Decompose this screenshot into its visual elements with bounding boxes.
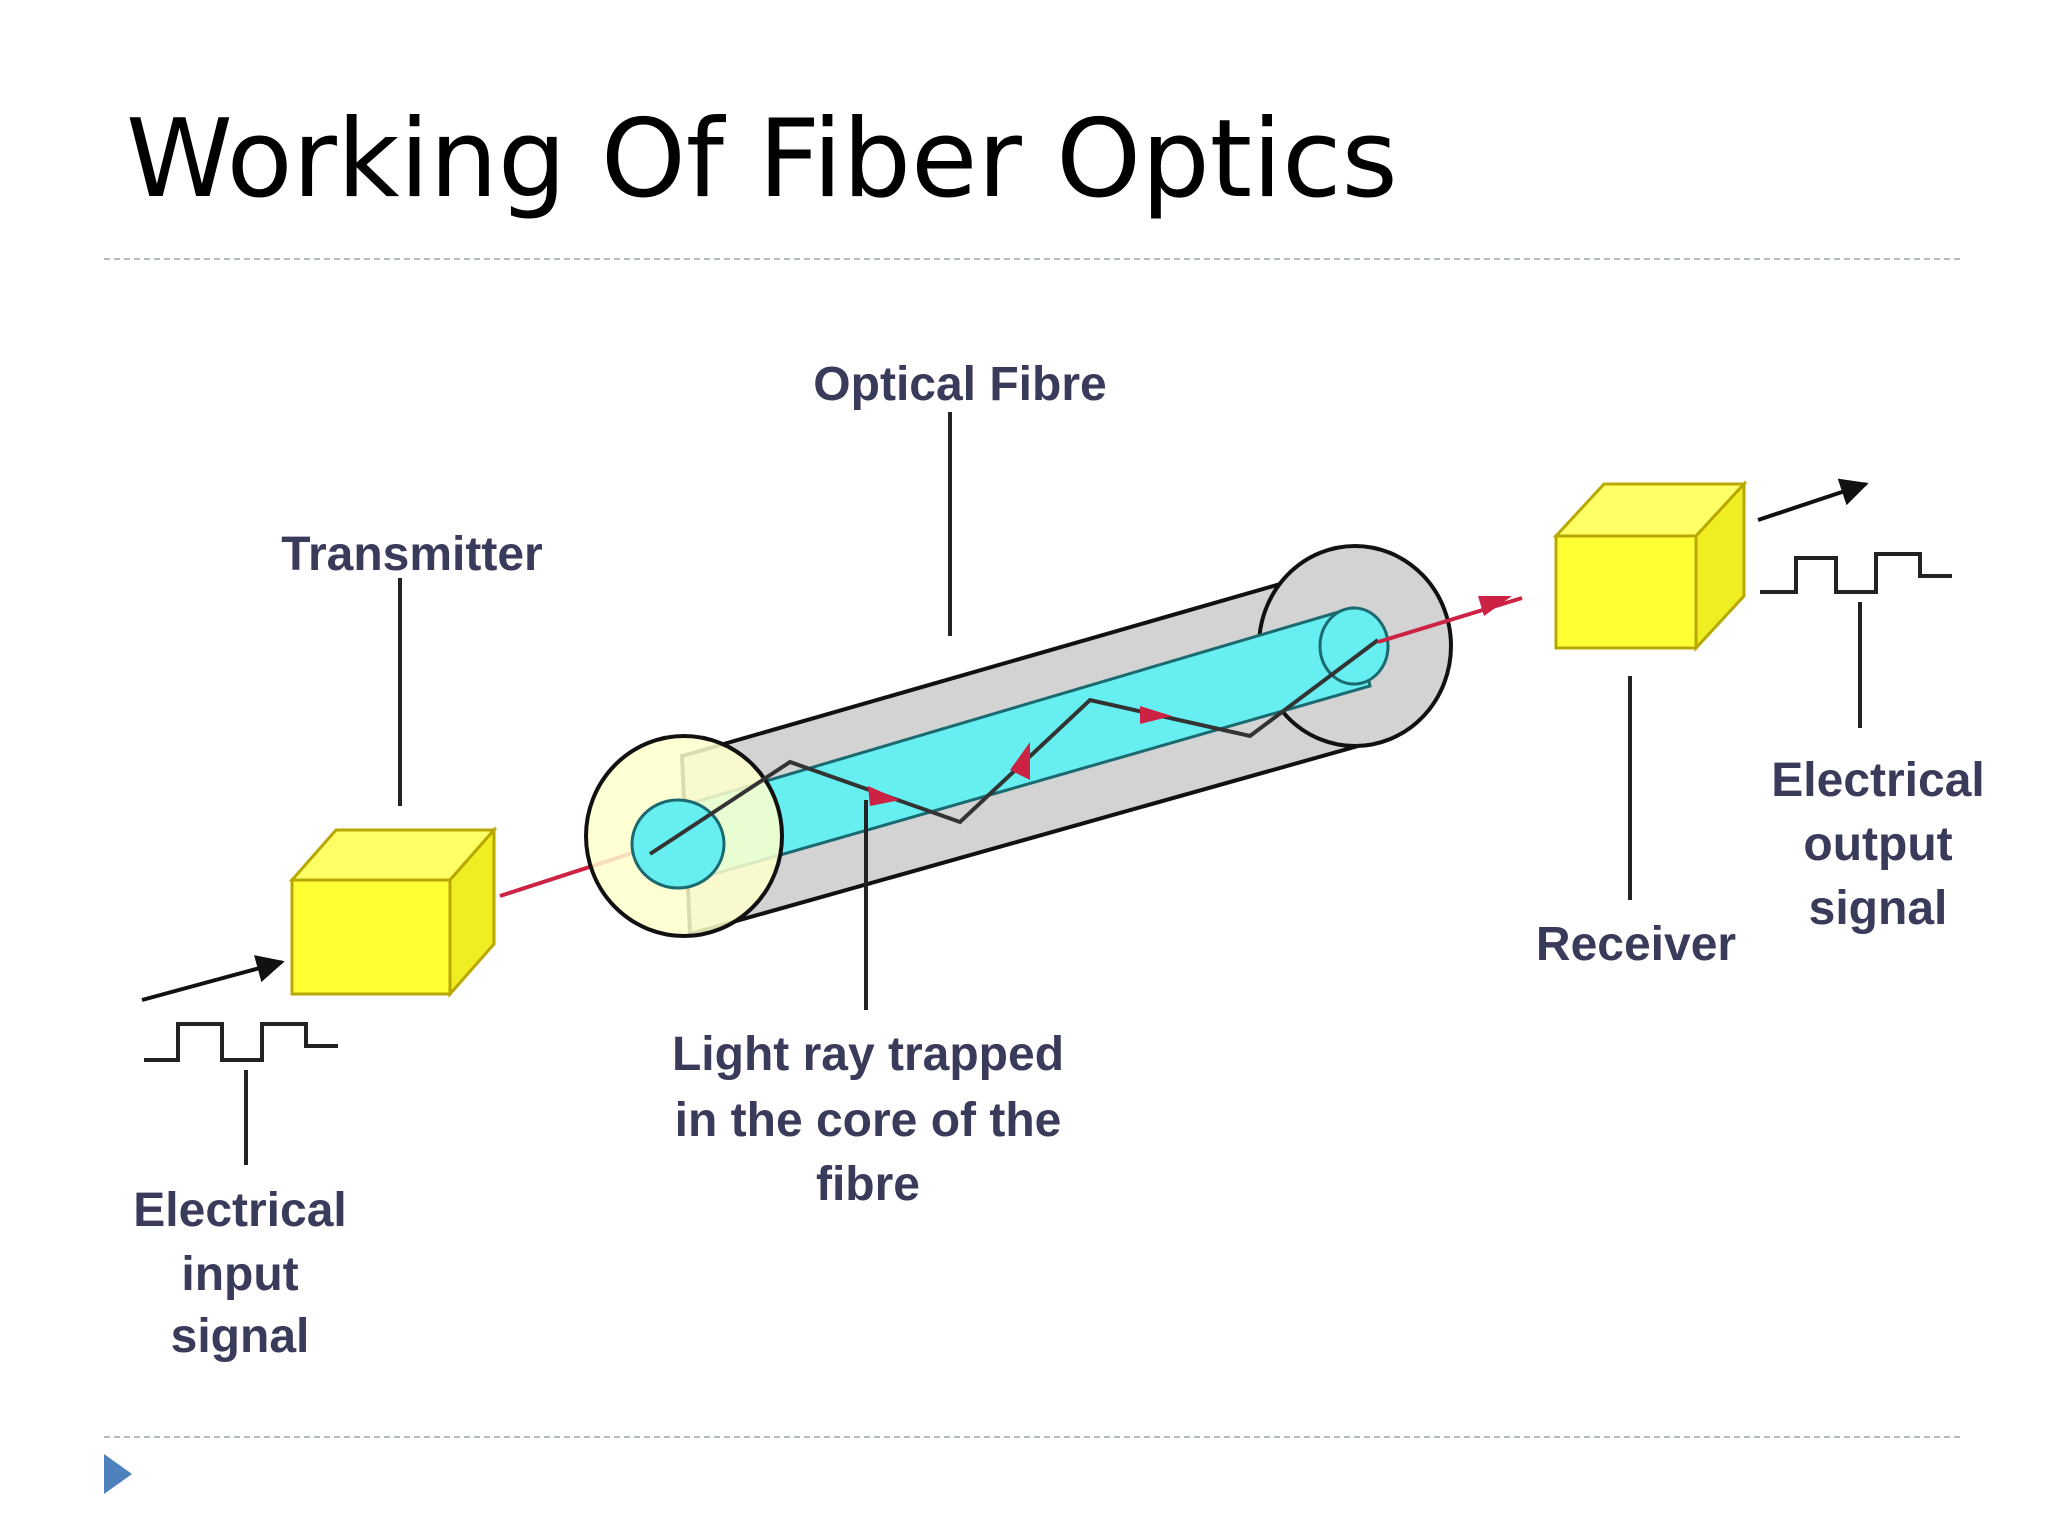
- label-light-ray-2: in the core of the: [675, 1094, 1062, 1147]
- label-input-signal-3: signal: [171, 1310, 310, 1363]
- light-ray-out-arrowhead: [1478, 596, 1512, 616]
- label-light-ray-1: Light ray trapped: [672, 1028, 1064, 1081]
- input-arrow: [141, 955, 285, 1002]
- label-input-signal-2: input: [181, 1248, 298, 1301]
- footer-divider: [104, 1436, 1960, 1438]
- optical-fibre: [584, 544, 1453, 938]
- label-output-signal-2: output: [1803, 818, 1952, 871]
- slide-bullet-icon: [104, 1454, 132, 1494]
- zigzag-arrow-2: [1010, 742, 1030, 780]
- label-output-signal-3: signal: [1809, 882, 1948, 935]
- label-input-signal-1: Electrical: [133, 1184, 346, 1237]
- title-divider: [104, 258, 1960, 260]
- input-square-wave: [144, 1022, 338, 1062]
- transmitter-cube: [288, 826, 498, 998]
- receiver-cube: [1552, 480, 1748, 652]
- output-square-wave: [1760, 552, 1952, 594]
- label-light-ray-3: fibre: [816, 1158, 920, 1211]
- slide-title: Working Of Fiber Optics: [126, 97, 1398, 222]
- zigzag-arrow-3: [1140, 706, 1172, 724]
- label-receiver: Receiver: [1536, 918, 1736, 971]
- label-optical-fibre: Optical Fibre: [813, 358, 1106, 411]
- zigzag-arrow-1: [868, 786, 900, 806]
- label-output-signal-1: Electrical: [1771, 754, 1984, 807]
- label-transmitter: Transmitter: [281, 528, 542, 581]
- output-arrow: [1757, 478, 1869, 522]
